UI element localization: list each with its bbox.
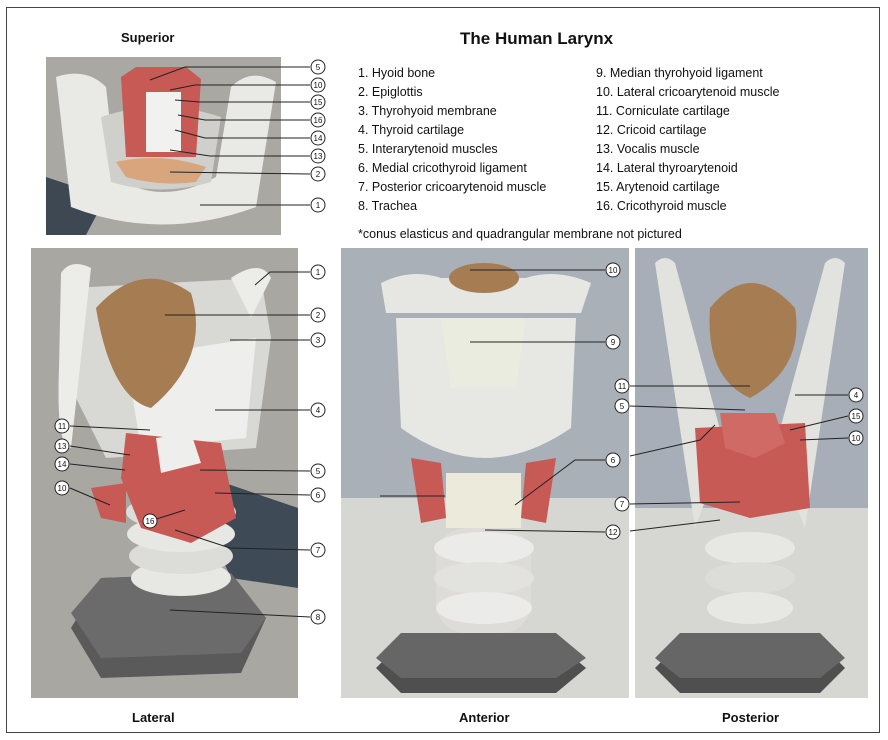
posterior-view-image [635, 248, 868, 698]
legend-item: 5. Interarytenoid muscles [358, 140, 546, 159]
superior-view-image [46, 57, 281, 235]
legend-right: 9. Median thyrohyoid ligament 10. Latera… [596, 64, 779, 216]
view-label-anterior: Anterior [459, 710, 510, 725]
legend-item: 2. Epiglottis [358, 83, 546, 102]
legend-item: 14. Lateral thyroarytenoid [596, 159, 779, 178]
legend-item: 7. Posterior cricoarytenoid muscle [358, 178, 546, 197]
legend-note: *conus elasticus and quadrangular membra… [358, 227, 682, 241]
legend-item: 10. Lateral cricoarytenoid muscle [596, 83, 779, 102]
legend-item: 1. Hyoid bone [358, 64, 546, 83]
view-label-superior: Superior [121, 30, 174, 45]
legend-item: 9. Median thyrohyoid ligament [596, 64, 779, 83]
legend-item: 4. Thyroid cartilage [358, 121, 546, 140]
anterior-view-image [341, 248, 629, 698]
view-label-posterior: Posterior [722, 710, 779, 725]
legend-left: 1. Hyoid bone 2. Epiglottis 3. Thyrohyoi… [358, 64, 546, 216]
legend-item: 12. Cricoid cartilage [596, 121, 779, 140]
legend-item: 8. Trachea [358, 197, 546, 216]
legend-item: 15. Arytenoid cartilage [596, 178, 779, 197]
legend-item: 3. Thyrohyoid membrane [358, 102, 546, 121]
legend-item: 13. Vocalis muscle [596, 140, 779, 159]
legend-item: 16. Cricothyroid muscle [596, 197, 779, 216]
lateral-view-image [31, 248, 298, 698]
figure-title: The Human Larynx [460, 29, 613, 49]
legend-item: 6. Medial cricothyroid ligament [358, 159, 546, 178]
legend-item: 11. Corniculate cartilage [596, 102, 779, 121]
view-label-lateral: Lateral [132, 710, 175, 725]
